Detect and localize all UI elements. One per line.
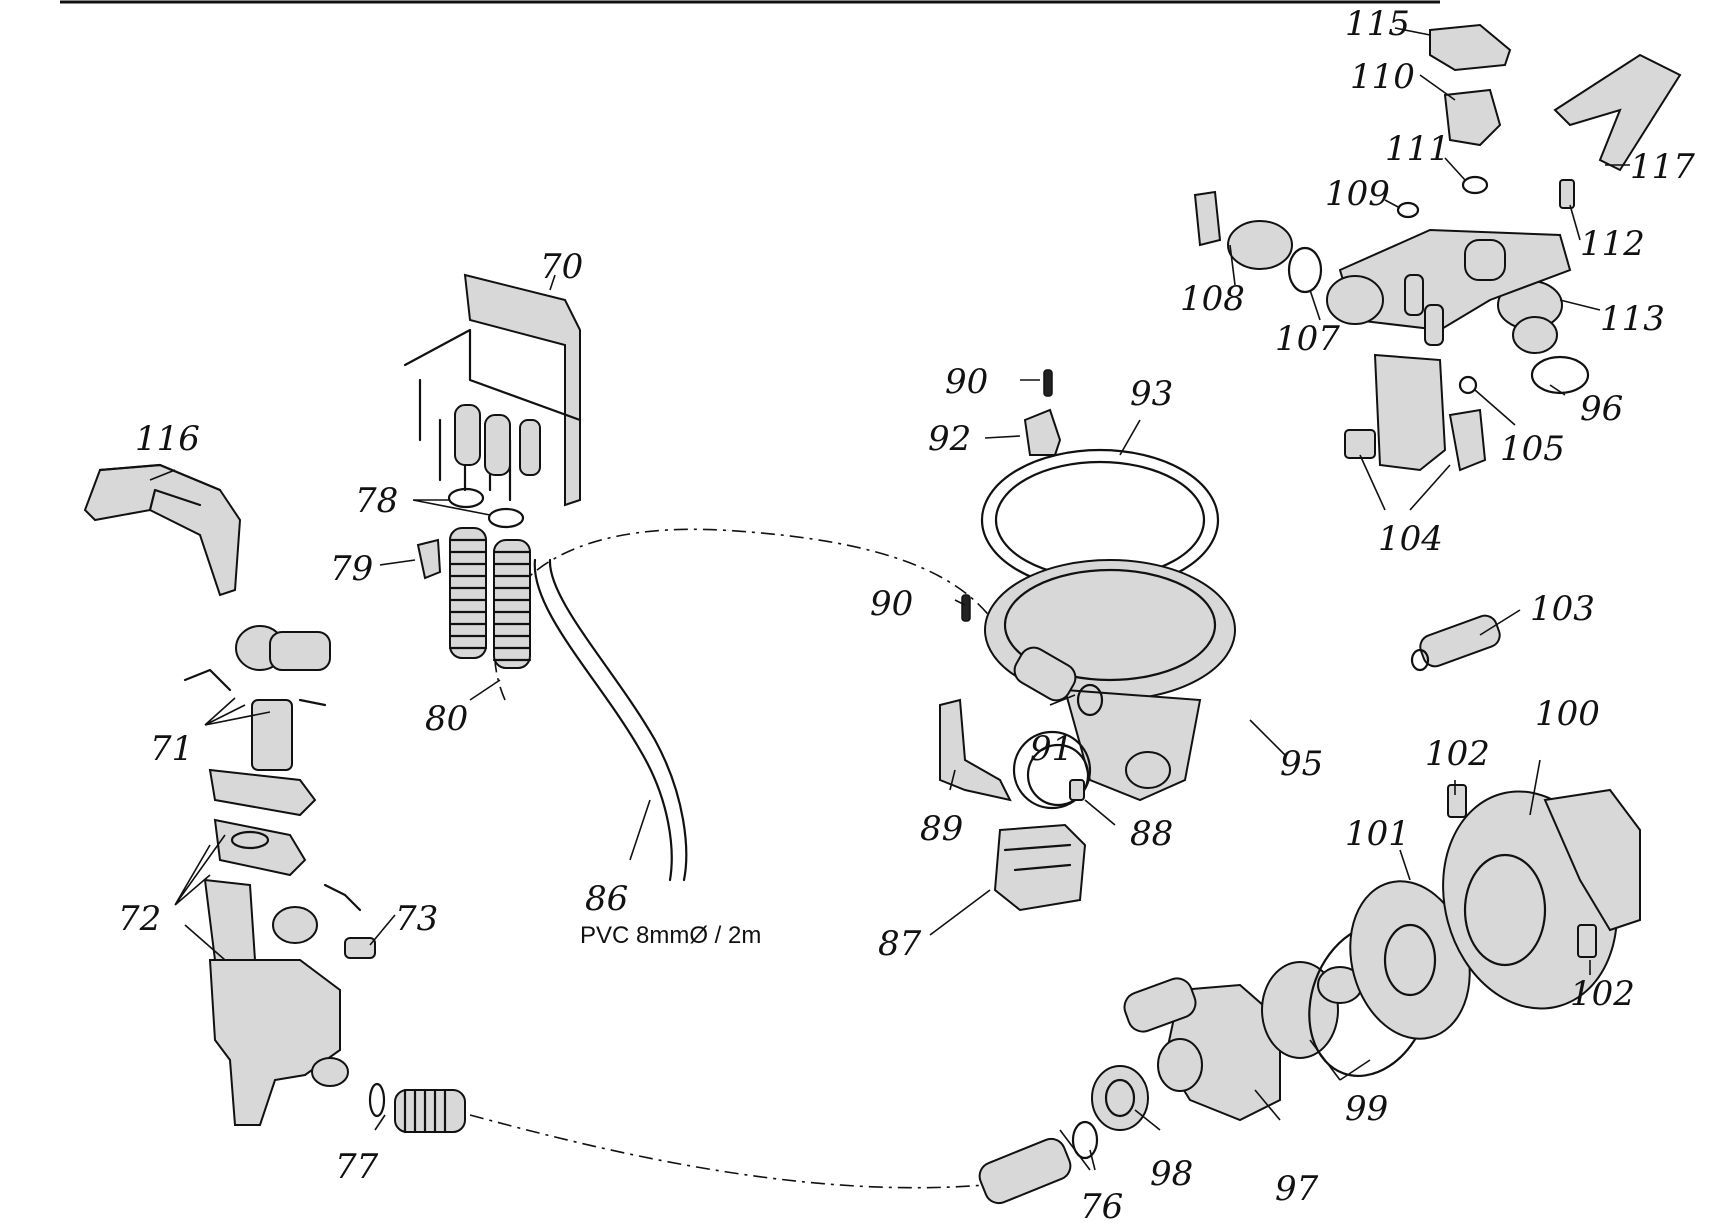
part-70-dispenser	[403, 273, 582, 507]
part-92-bracket	[1023, 408, 1062, 456]
label-76: 76	[1080, 1187, 1123, 1224]
label-91: 91	[1030, 729, 1073, 769]
label-112: 112	[1580, 224, 1645, 264]
label-97: 97	[1275, 1169, 1319, 1209]
label-103: 103	[1530, 589, 1595, 629]
label-90-lower: 90	[870, 584, 913, 624]
part-116-cover	[83, 463, 242, 597]
label-78: 78	[355, 481, 398, 521]
label-92: 92	[928, 419, 971, 459]
part-72-assembly	[203, 768, 341, 1126]
label-111: 111	[1385, 129, 1450, 169]
part-110-connector	[1443, 88, 1502, 147]
label-70: 70	[540, 247, 583, 287]
part-105-oring	[1458, 375, 1478, 395]
label-99: 99	[1345, 1089, 1388, 1129]
label-98: 98	[1150, 1154, 1193, 1194]
part-112-clip	[1559, 179, 1575, 209]
label-80: 80	[425, 699, 468, 739]
part-88-pin	[1069, 779, 1085, 801]
label-93: 93	[1130, 374, 1173, 414]
label-96: 96	[1580, 389, 1623, 429]
label-89: 89	[920, 809, 963, 849]
leader-lines	[149, 27, 1630, 1171]
label-113: 113	[1600, 299, 1665, 339]
part-97-pump-housing	[1123, 977, 1281, 1122]
label-88: 88	[1130, 814, 1173, 854]
part-73-cap	[272, 883, 376, 959]
part-104-valve-assembly	[1344, 353, 1487, 472]
label-108: 108	[1180, 279, 1245, 319]
label-87: 87	[878, 924, 922, 964]
label-102-upper: 102	[1425, 734, 1490, 774]
label-71: 71	[150, 729, 193, 769]
label-101: 101	[1345, 814, 1410, 854]
part-77-coupling	[311, 1057, 466, 1134]
label-105: 105	[1500, 429, 1565, 469]
part-79-clip	[416, 538, 442, 580]
part-109-oring	[1396, 201, 1420, 219]
label-109: 109	[1325, 174, 1390, 214]
label-104: 104	[1378, 519, 1443, 559]
part-86-pvc-hose	[533, 558, 688, 882]
part-108-solenoid	[1193, 190, 1293, 270]
part-115-cap	[1429, 23, 1512, 72]
label-79: 79	[330, 549, 373, 589]
part-102-clip-upper	[1447, 784, 1467, 818]
label-72: 72	[118, 899, 161, 939]
label-73: 73	[395, 899, 438, 939]
label-95: 95	[1280, 744, 1323, 784]
label-100: 100	[1535, 694, 1600, 734]
part-80-springs	[448, 527, 532, 669]
part-103-filter	[1410, 614, 1501, 672]
hose-route-lower	[469, 1114, 986, 1189]
label-117: 117	[1630, 147, 1695, 187]
part-100-motor	[1442, 788, 1641, 1010]
label-115: 115	[1345, 4, 1410, 44]
part-76-fitting	[978, 1120, 1099, 1205]
label-110: 110	[1350, 57, 1415, 97]
label-86: 86	[585, 879, 628, 919]
part-111-oring	[1461, 175, 1489, 195]
part-96-clamp	[1530, 355, 1590, 395]
part-78-orings	[447, 487, 525, 529]
part-99-impeller	[1261, 922, 1432, 1078]
part-71-motor	[183, 625, 331, 771]
part-107-oring	[1287, 246, 1323, 294]
label-102-lower: 102	[1570, 974, 1635, 1014]
label-107: 107	[1275, 319, 1340, 359]
part-90-screw-upper	[1043, 369, 1053, 397]
hose-note: PVC 8mmØ / 2m	[580, 922, 761, 949]
label-90-upper: 90	[945, 362, 988, 402]
hose-route-upper	[493, 528, 1011, 701]
part-91-spring	[1013, 646, 1104, 717]
part-90-screw-lower	[961, 594, 971, 622]
part-98-seal	[1091, 1065, 1149, 1131]
part-87-switch	[993, 823, 1087, 912]
part-89-holder	[939, 698, 1012, 802]
label-116: 116	[135, 419, 200, 459]
part-102-clip-lower	[1577, 924, 1597, 958]
valve-body	[1326, 228, 1572, 346]
label-77: 77	[335, 1147, 379, 1187]
